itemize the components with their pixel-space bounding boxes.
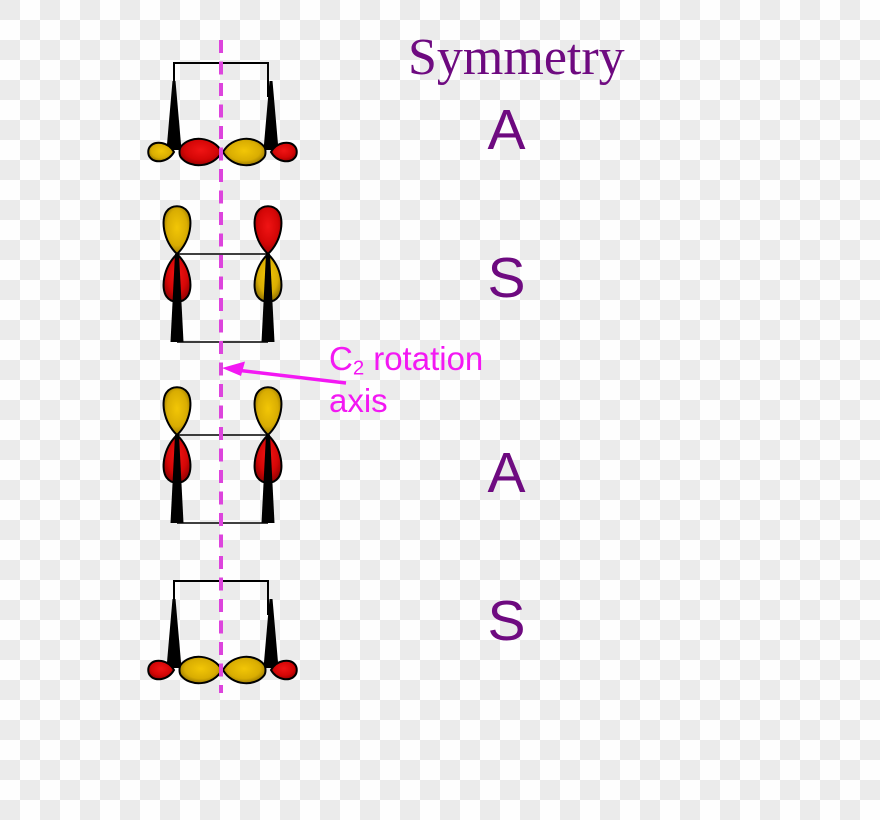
inner-right-lobe [221,655,267,685]
right-top-lobe [253,386,283,437]
bond-stem [261,254,275,342]
c2-subscript: 2 [352,356,365,380]
orbital-diagram-pi-horizontal-2 [140,573,305,703]
left-top-lobe [162,205,192,256]
axis-word: axis [329,382,388,420]
symmetry-label-1: A [487,98,526,162]
bond-stem [170,435,184,523]
symmetry-label-2: S [487,246,526,310]
symmetry-label-3: A [487,441,526,505]
c2-rotation-axis-dashed-line [219,40,223,693]
rotation-word: rotation [373,340,484,377]
c2-symbol: C [329,340,353,377]
inner-left-lobe [178,655,224,685]
outer-left-lobe [147,141,176,163]
c2-rotation-axis-label: C2 rotation axis [329,339,483,421]
page-title: Symmetry [408,29,625,86]
outer-left-lobe [147,659,176,681]
bond-wedge [166,599,182,668]
bond-wedge [263,81,279,150]
bond-wedge [263,599,279,668]
inner-left-lobe [178,137,224,167]
bond-stem [170,254,184,342]
orbital-diagram-p-vertical-1 [140,200,305,350]
right-top-lobe [253,205,283,256]
orbital-diagram-pi-horizontal-1 [140,55,305,185]
arrow-to-axis-icon [222,361,347,385]
inner-right-lobe [221,137,267,167]
left-top-lobe [162,386,192,437]
bond-stem [261,435,275,523]
bond-wedge [166,81,182,150]
outer-right-lobe [269,659,298,681]
symmetry-label-4: S [487,589,526,653]
outer-right-lobe [269,141,298,163]
